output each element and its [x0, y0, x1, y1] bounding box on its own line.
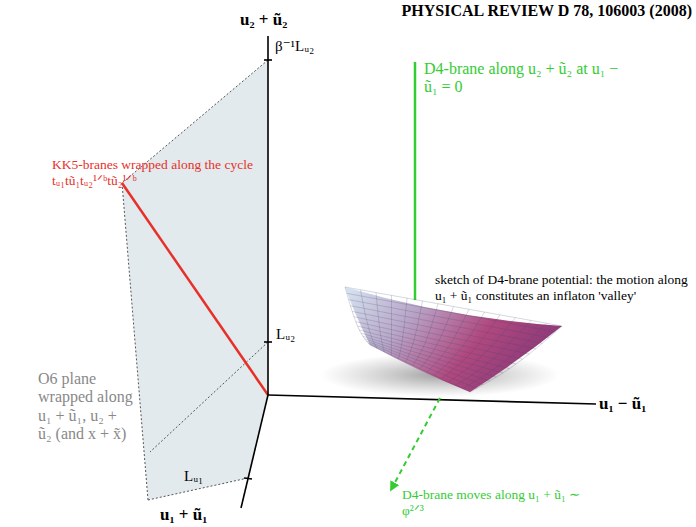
- figure-label: D4-brane along u₂ + ũ₂ at u₁ − ũ₁ = 0: [424, 60, 624, 97]
- figure-label: O6 plane wrapped along u₁ + ũ₁, u₂ + ũ₂ …: [38, 370, 134, 444]
- potential-surface: [345, 287, 562, 392]
- figure-label: sketch of D4-brane potential: the motion…: [435, 272, 693, 303]
- kk5-line: [122, 183, 268, 395]
- plane-edges: [122, 60, 268, 500]
- figure-label: u₁ − ũ₁: [599, 394, 693, 414]
- figure-label: Lᵤ₁: [184, 468, 234, 485]
- surface-mesh: [345, 287, 562, 392]
- figure-label: u₂ + ũ₂: [240, 10, 350, 30]
- d4-brane-line: [414, 62, 417, 300]
- figure-label: u₁ + ũ₁: [160, 505, 270, 525]
- d4-motion-arrow: [392, 398, 440, 488]
- running-header: PHYSICAL REVIEW D 78, 106003 (2008): [352, 2, 692, 20]
- figure-label: KK5-branes wrapped along the cycle tᵤ₁tũ…: [52, 157, 272, 188]
- figure-label: Lᵤ₂: [276, 326, 336, 343]
- o6-plane: [122, 60, 268, 500]
- figure-label: β⁻¹Lᵤ₂: [275, 38, 365, 55]
- figure-label: D4-brane moves along u₁ + ũ₁ ∼ φ²ᐟ³: [402, 487, 582, 518]
